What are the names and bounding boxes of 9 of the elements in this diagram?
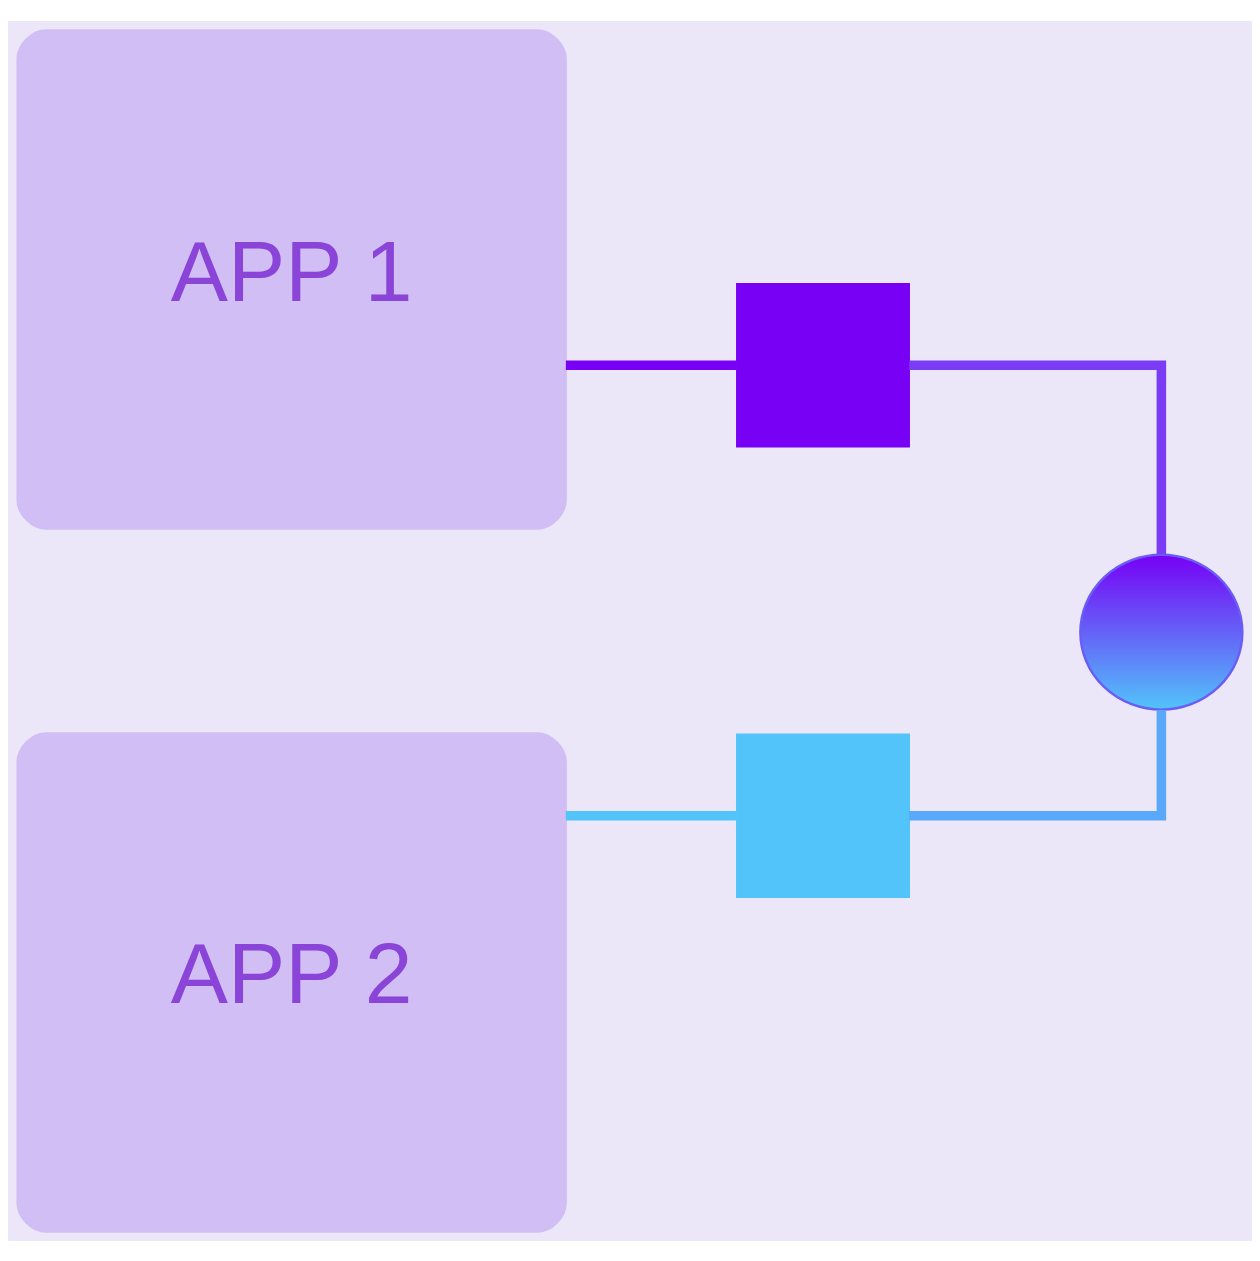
connector [909, 360, 1167, 554]
node-box [736, 282, 910, 447]
connector [565, 360, 737, 370]
node-box: APP 1 [16, 28, 567, 530]
node-box [736, 732, 910, 898]
connector [909, 709, 1167, 820]
connector [565, 810, 737, 820]
node-circle [1079, 553, 1244, 711]
node-box: APP 2 [16, 731, 567, 1233]
